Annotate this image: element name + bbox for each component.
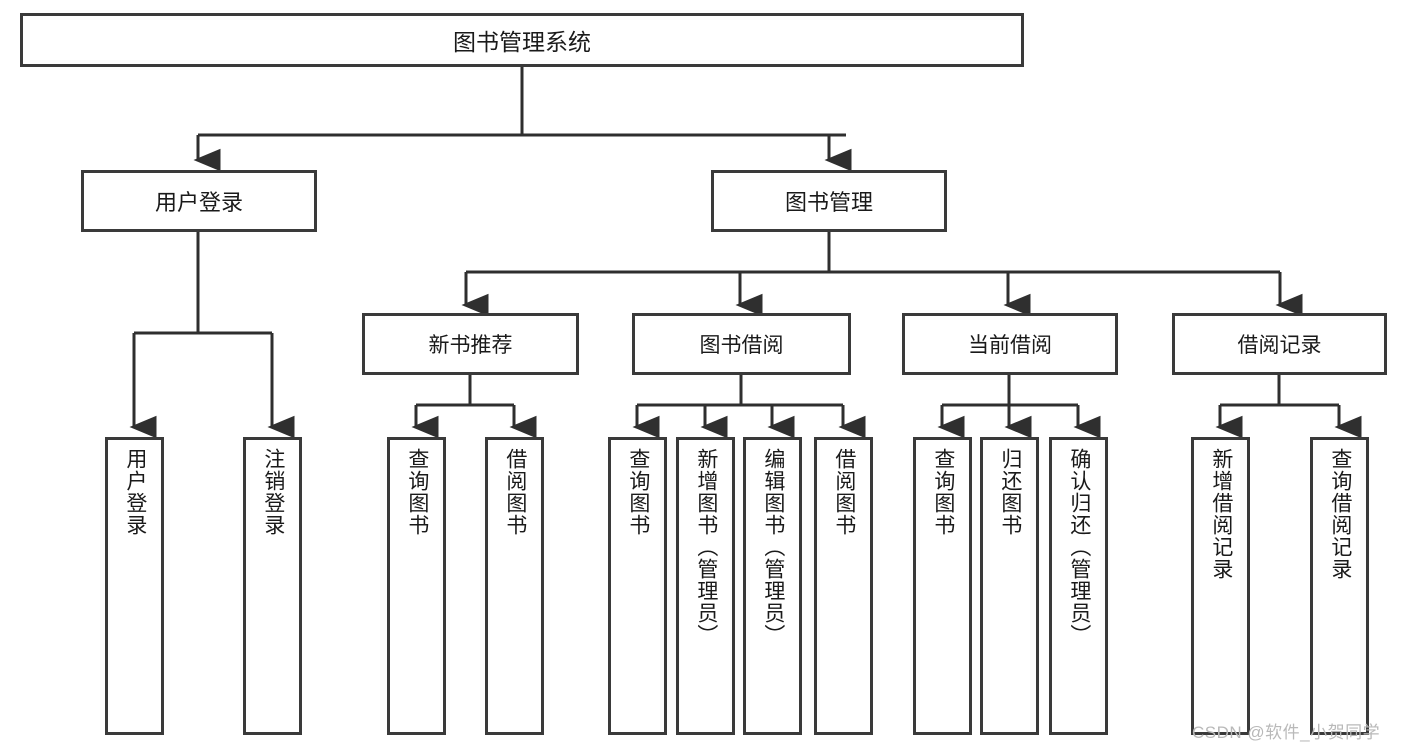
leaf-label: 确认归还（管理员）: [1067, 448, 1091, 646]
leaf-label: 归还图书: [998, 448, 1022, 536]
leaf-label: 注销登录: [261, 448, 285, 536]
leaf-label: 查询图书: [931, 448, 955, 536]
leaf-label: 新增借阅记录: [1209, 448, 1233, 580]
leaf-label: 查询借阅记录: [1328, 448, 1352, 580]
leaf-current-borrow-1[interactable]: 归还图书: [980, 437, 1039, 735]
node-borrow-record[interactable]: 借阅记录: [1172, 313, 1387, 375]
leaf-book-borrow-2[interactable]: 编辑图书（管理员）: [743, 437, 802, 735]
leaf-new-book-0[interactable]: 查询图书: [387, 437, 446, 735]
node-book-borrow[interactable]: 图书借阅: [632, 313, 851, 375]
leaf-book-borrow-1[interactable]: 新增图书（管理员）: [676, 437, 735, 735]
node-root-label: 图书管理系统: [453, 29, 591, 55]
leaf-label: 借阅图书: [832, 448, 856, 536]
leaf-user-login-1[interactable]: 注销登录: [243, 437, 302, 735]
leaf-current-borrow-2[interactable]: 确认归还（管理员）: [1049, 437, 1108, 735]
leaf-label: 新增图书（管理员）: [694, 448, 718, 646]
leaf-label: 查询图书: [626, 448, 650, 536]
leaf-current-borrow-0[interactable]: 查询图书: [913, 437, 972, 735]
node-root[interactable]: 图书管理系统: [20, 13, 1024, 67]
node-user-login[interactable]: 用户登录: [81, 170, 317, 232]
leaf-label: 编辑图书（管理员）: [761, 448, 785, 646]
node-current-borrow[interactable]: 当前借阅: [902, 313, 1118, 375]
node-current-borrow-label: 当前借阅: [968, 334, 1052, 357]
node-new-book-recommend-label: 新书推荐: [428, 334, 513, 357]
leaf-label: 借阅图书: [503, 448, 527, 536]
leaf-new-book-1[interactable]: 借阅图书: [485, 437, 544, 735]
leaf-book-borrow-3[interactable]: 借阅图书: [814, 437, 873, 735]
node-book-management[interactable]: 图书管理: [711, 170, 947, 232]
leaf-label: 查询图书: [405, 448, 429, 536]
leaf-borrow-record-1[interactable]: 查询借阅记录: [1310, 437, 1369, 735]
node-book-management-label: 图书管理: [784, 190, 873, 215]
leaf-user-login-0[interactable]: 用户登录: [105, 437, 164, 735]
node-new-book-recommend[interactable]: 新书推荐: [362, 313, 579, 375]
node-book-borrow-label: 图书借阅: [699, 334, 784, 357]
leaf-book-borrow-0[interactable]: 查询图书: [608, 437, 667, 735]
leaf-label: 用户登录: [123, 448, 147, 536]
leaf-borrow-record-0[interactable]: 新增借阅记录: [1191, 437, 1250, 735]
watermark: CSDN @软件_小贺同学: [1192, 723, 1381, 742]
node-user-login-label: 用户登录: [154, 190, 243, 215]
node-borrow-record-label: 借阅记录: [1237, 334, 1322, 357]
